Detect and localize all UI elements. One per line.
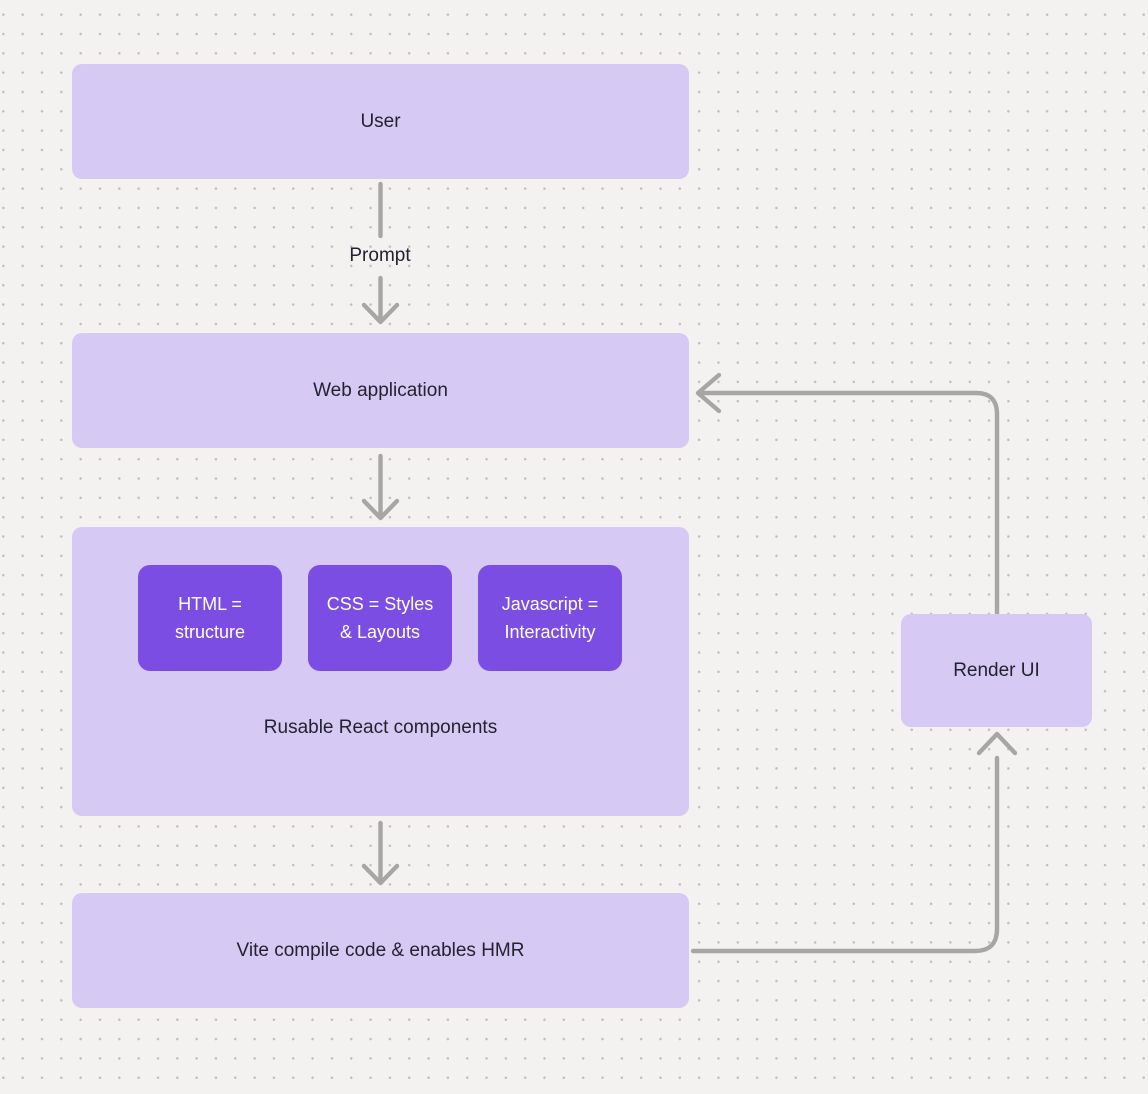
edge-components-to-vite-arrowhead — [361, 863, 400, 886]
node-render-ui-label: Render UI — [953, 659, 1040, 681]
node-web-application-label: Web application — [313, 379, 448, 401]
node-render-ui[interactable]: Render UI — [901, 614, 1092, 727]
edge-vite-to-renderui-line — [690, 755, 1000, 954]
edge-renderui-to-webapp-line — [699, 390, 1000, 617]
node-vite-label: Vite compile code & enables HMR — [236, 939, 525, 961]
node-html-label: HTML = structure — [174, 594, 246, 642]
edge-user-to-webapp-arrowhead — [361, 302, 400, 325]
edge-user-to-webapp[interactable] — [361, 181, 400, 325]
node-css[interactable]: CSS = Styles & Layouts — [308, 565, 452, 671]
edge-renderui-to-webapp-arrowhead — [695, 372, 722, 414]
edge-webapp-to-components[interactable] — [361, 453, 400, 521]
edge-webapp-to-components-arrowhead — [361, 498, 400, 521]
node-components-group[interactable]: HTML = structure CSS = Styles & Layouts … — [72, 527, 689, 816]
edge-vite-to-renderui-arrowhead — [976, 731, 1018, 756]
edge-vite-to-renderui[interactable] — [690, 731, 1018, 954]
prompt-edge-label: Prompt — [349, 245, 411, 266]
edge-components-to-vite[interactable] — [361, 820, 400, 886]
edge-renderui-to-webapp[interactable] — [695, 372, 1000, 617]
node-javascript[interactable]: Javascript = Interactivity — [478, 565, 622, 671]
node-user-label: User — [360, 110, 401, 132]
node-web-application[interactable]: Web application — [72, 333, 689, 448]
node-vite[interactable]: Vite compile code & enables HMR — [72, 893, 689, 1008]
node-css-label: CSS = Styles & Layouts — [326, 594, 434, 642]
components-group-caption: Rusable React components — [263, 717, 498, 738]
node-html[interactable]: HTML = structure — [138, 565, 282, 671]
node-user[interactable]: User — [72, 64, 689, 179]
node-javascript-label: Javascript = Interactivity — [501, 594, 599, 642]
